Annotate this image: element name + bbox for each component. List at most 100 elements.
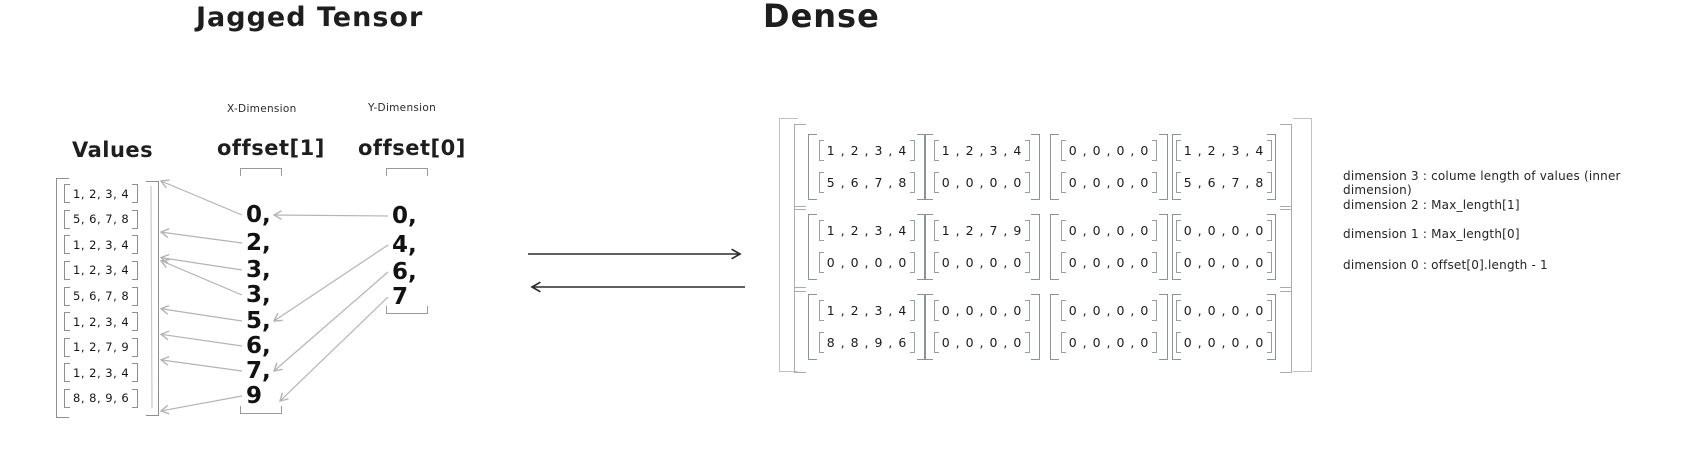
values-row: 1, 2, 3, 4 bbox=[64, 312, 139, 332]
vector-text: 0 , 0 , 0 , 0 bbox=[1068, 142, 1150, 158]
dimension-note: dimension 3 : colume length of values (i… bbox=[1343, 169, 1621, 197]
matrix-vector: 0 , 0 , 0 , 0 bbox=[1172, 251, 1276, 273]
matrix-vector: 0 , 0 , 0 , 0 bbox=[924, 299, 1040, 321]
vector-close-bracket bbox=[1267, 299, 1273, 321]
matrix-open-bracket bbox=[1050, 214, 1059, 280]
matrix-vector: 0 , 0 , 0 , 0 bbox=[1050, 331, 1168, 353]
vector-open-bracket bbox=[1060, 171, 1066, 193]
vector-open-bracket bbox=[933, 139, 939, 161]
row-open-bracket bbox=[64, 312, 70, 332]
matrix-open-bracket bbox=[924, 134, 933, 200]
matrix-close-bracket bbox=[1267, 294, 1276, 360]
vector-open-bracket bbox=[1175, 139, 1181, 161]
dense-matrix: 1 , 2 , 3 , 4 0 , 0 , 0 , 0 bbox=[924, 134, 1040, 200]
vector-open-bracket bbox=[1060, 331, 1066, 353]
matrix-open-bracket bbox=[808, 214, 817, 280]
vector-close-bracket bbox=[1152, 251, 1158, 273]
dense-row2-close-bracket bbox=[1280, 206, 1292, 292]
vector-close-bracket bbox=[1025, 219, 1031, 241]
dimension-note: dimension 2 : Max_length[1] bbox=[1343, 198, 1520, 212]
vector-close-bracket bbox=[1152, 171, 1158, 193]
vector-text: 0 , 0 , 0 , 0 bbox=[941, 254, 1023, 270]
matrix-close-bracket bbox=[917, 214, 926, 280]
vector-open-bracket bbox=[1175, 219, 1181, 241]
row-open-bracket bbox=[64, 184, 70, 204]
matrix-open-bracket bbox=[1172, 294, 1181, 360]
vector-text: 5 , 6 , 7 , 8 bbox=[1183, 174, 1265, 190]
row-open-bracket bbox=[64, 209, 70, 229]
matrix-close-bracket bbox=[1031, 294, 1040, 360]
vector-text: 1 , 2 , 3 , 4 bbox=[826, 302, 908, 318]
row-open-bracket bbox=[64, 388, 70, 408]
vector-open-bracket bbox=[933, 251, 939, 273]
offset1-to-values-arrow bbox=[159, 330, 243, 347]
vector-close-bracket bbox=[1267, 171, 1273, 193]
jagged-tensor-title: Jagged Tensor bbox=[196, 2, 424, 33]
vector-open-bracket bbox=[933, 171, 939, 193]
offset0-to-offset1-arrow bbox=[272, 271, 389, 372]
matrix-vector: 0 , 0 , 0 , 0 bbox=[924, 171, 1040, 193]
offset0-to-offset1-arrow bbox=[272, 244, 389, 322]
dimension-note: dimension 1 : Max_length[0] bbox=[1343, 227, 1520, 241]
vector-open-bracket bbox=[1175, 171, 1181, 193]
matrix-close-bracket bbox=[1031, 214, 1040, 280]
values-row-text: 1, 2, 7, 9 bbox=[73, 340, 130, 355]
values-row-text: 8, 8, 9, 6 bbox=[73, 391, 130, 406]
vector-open-bracket bbox=[933, 331, 939, 353]
matrix-close-bracket bbox=[1159, 294, 1168, 360]
offset1-value: 0, bbox=[246, 202, 271, 228]
matrix-close-bracket bbox=[1031, 134, 1040, 200]
vector-text: 1 , 2 , 7 , 9 bbox=[941, 222, 1023, 238]
row-open-bracket bbox=[64, 260, 70, 280]
vector-close-bracket bbox=[910, 299, 916, 321]
matrix-open-bracket bbox=[1172, 134, 1181, 200]
offset0-label: offset[0] bbox=[358, 136, 466, 160]
vector-open-bracket bbox=[1175, 299, 1181, 321]
vector-close-bracket bbox=[910, 251, 916, 273]
vector-close-bracket bbox=[1025, 139, 1031, 161]
vector-close-bracket bbox=[1152, 331, 1158, 353]
row-close-bracket bbox=[132, 260, 139, 280]
vector-close-bracket bbox=[1025, 299, 1031, 321]
dimension-note: dimension 0 : offset[0].length - 1 bbox=[1343, 258, 1548, 272]
offset1-open-bracket bbox=[240, 168, 282, 176]
matrix-vector: 0 , 0 , 0 , 0 bbox=[808, 251, 926, 273]
vector-text: 0 , 0 , 0 , 0 bbox=[941, 302, 1023, 318]
vector-open-bracket bbox=[818, 299, 824, 321]
dense-row1-open-bracket bbox=[794, 124, 806, 210]
offset0-value: 7 bbox=[392, 284, 409, 310]
vector-open-bracket bbox=[1060, 219, 1066, 241]
offset1-value: 5, bbox=[246, 308, 271, 334]
vector-close-bracket bbox=[1267, 331, 1273, 353]
dense-outer-open-bracket bbox=[779, 118, 798, 372]
dense-row3-close-bracket bbox=[1280, 287, 1292, 373]
vector-text: 0 , 0 , 0 , 0 bbox=[1068, 222, 1150, 238]
matrix-open-bracket bbox=[808, 294, 817, 360]
vector-text: 1 , 2 , 3 , 4 bbox=[941, 142, 1023, 158]
matrix-vector: 0 , 0 , 0 , 0 bbox=[1050, 139, 1168, 161]
vector-close-bracket bbox=[1152, 139, 1158, 161]
vector-text: 0 , 0 , 0 , 0 bbox=[941, 334, 1023, 350]
vector-open-bracket bbox=[818, 171, 824, 193]
vector-close-bracket bbox=[1025, 331, 1031, 353]
values-label: Values bbox=[72, 138, 154, 162]
dense-outer-close-bracket bbox=[1293, 118, 1312, 372]
values-row-text: 1, 2, 3, 4 bbox=[73, 365, 130, 380]
values-open-bracket bbox=[56, 178, 69, 418]
vector-close-bracket bbox=[910, 171, 916, 193]
values-row: 8, 8, 9, 6 bbox=[64, 388, 139, 408]
values-row-text: 1, 2, 3, 4 bbox=[73, 314, 130, 329]
dense-row1-close-bracket bbox=[1280, 124, 1292, 210]
matrix-vector: 0 , 0 , 0 , 0 bbox=[1050, 171, 1168, 193]
vector-close-bracket bbox=[1267, 251, 1273, 273]
offset0-value: 0, bbox=[392, 203, 417, 229]
row-open-bracket bbox=[64, 363, 70, 383]
vector-text: 5 , 6 , 7 , 8 bbox=[826, 174, 908, 190]
row-close-bracket bbox=[132, 209, 139, 229]
offset1-to-values-arrow bbox=[159, 228, 243, 244]
vector-text: 1 , 2 , 3 , 4 bbox=[826, 142, 908, 158]
dense-row2-open-bracket bbox=[794, 206, 806, 292]
matrix-close-bracket bbox=[1159, 214, 1168, 280]
